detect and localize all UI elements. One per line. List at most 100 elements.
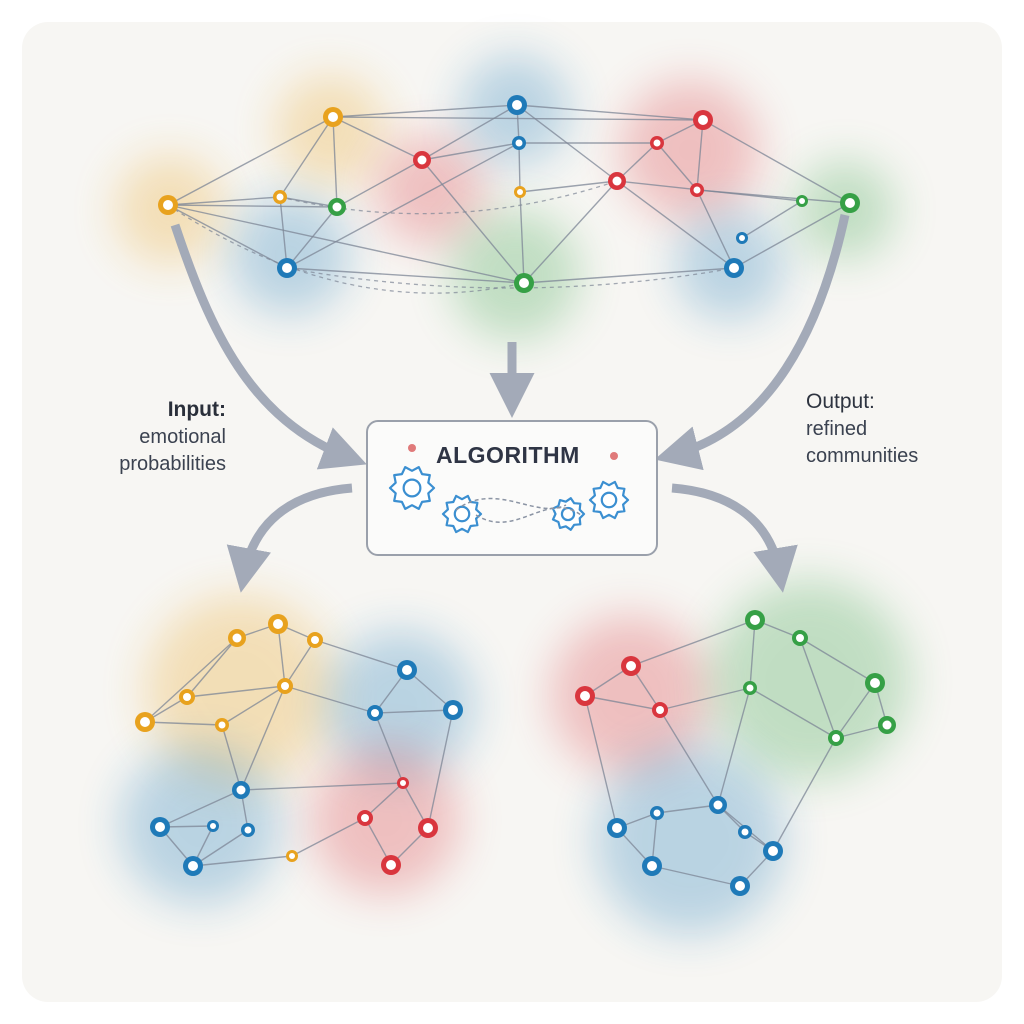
dashed-edge [167,204,525,294]
network-edge [519,191,525,284]
network-edge [421,104,518,161]
network-edge [286,142,520,269]
node-center [236,785,246,795]
network-node-icon [743,681,757,695]
node-center [281,682,289,690]
network-edge [240,782,404,791]
flow-arrows [170,214,850,593]
network-edge [284,685,376,714]
input-curved-arrow-icon [170,223,367,470]
network-node-icon [397,777,409,789]
network-node-icon [215,718,229,732]
gear-hub [453,505,471,523]
input-line-1: emotional [139,426,226,448]
accent-dot [610,452,618,460]
network-edge [799,637,876,684]
network-node-icon [413,151,431,169]
network-edge [221,685,286,726]
node-center [768,846,778,856]
network-node-icon [693,110,713,130]
network-edge [749,687,837,739]
network-edge [314,639,408,671]
network-edge [167,204,525,284]
network-node-icon [135,712,155,732]
network-edge [659,709,719,806]
node-center [244,826,252,834]
dashed-edge [286,267,735,289]
gear-body [388,466,436,510]
community-halo [120,745,280,905]
gear-hub [402,478,422,498]
network-node-icon [792,630,808,646]
network-edge [167,196,281,206]
network-edge [284,639,316,687]
network-edge [144,721,223,726]
node-center [612,176,622,186]
network-node-icon [507,95,527,115]
network-node-icon [709,796,727,814]
network-node-icon [514,186,526,198]
network-node-icon [307,632,323,648]
dashed-link [475,507,582,523]
node-center [750,615,760,625]
network-edge [374,709,454,714]
network-edge [192,855,293,867]
node-center [741,828,749,836]
network-edge [659,687,751,711]
node-center [653,139,661,147]
node-center [729,263,739,273]
network-edge [277,623,286,687]
network-edge [286,267,525,284]
node-center [448,705,458,715]
node-center [580,691,590,701]
node-center [512,100,522,110]
network-edge [421,159,525,284]
network-edge [518,142,521,193]
network-node-icon [840,193,860,213]
network-edge [519,180,618,193]
network-node-icon [690,183,704,197]
network-node-icon [575,686,595,706]
node-center [273,619,283,629]
network-edge [717,687,751,806]
network-edge [336,159,423,208]
network-node-icon [286,850,298,862]
network-node-icon [367,705,383,721]
node-center [796,634,804,642]
node-center [713,800,723,810]
network-node-icon [207,820,219,832]
input-label: Input: emotional probabilities [100,396,226,478]
network-edge [374,712,404,784]
network-node-icon [878,716,896,734]
network-node-icon [357,810,373,826]
network-edge [186,637,238,698]
network-edge [523,267,735,284]
output-line-1: refined [806,418,868,440]
node-center [739,235,745,241]
network-edge [696,119,704,191]
network-edge [286,206,338,269]
node-center [400,780,406,786]
dashed-edge [279,180,618,215]
network-node-icon [150,817,170,837]
node-center [311,636,319,644]
right-down-curved-arrow-icon [671,483,798,593]
community-halo [550,615,710,775]
network-node-icon [763,841,783,861]
output-title: Output: [806,390,875,413]
network-node-icon [241,823,255,837]
network-node-icon [736,232,748,244]
node-center [218,721,226,729]
network-nodes [135,95,896,896]
input-title: Input: [167,398,226,421]
node-center [232,633,242,643]
node-center [612,823,622,833]
network-edge [186,685,286,698]
node-center [746,684,754,692]
network-edge [192,829,249,867]
algorithm-gears [388,444,630,534]
network-node-icon [738,825,752,839]
gear-body [588,480,630,520]
network-node-icon [745,610,765,630]
